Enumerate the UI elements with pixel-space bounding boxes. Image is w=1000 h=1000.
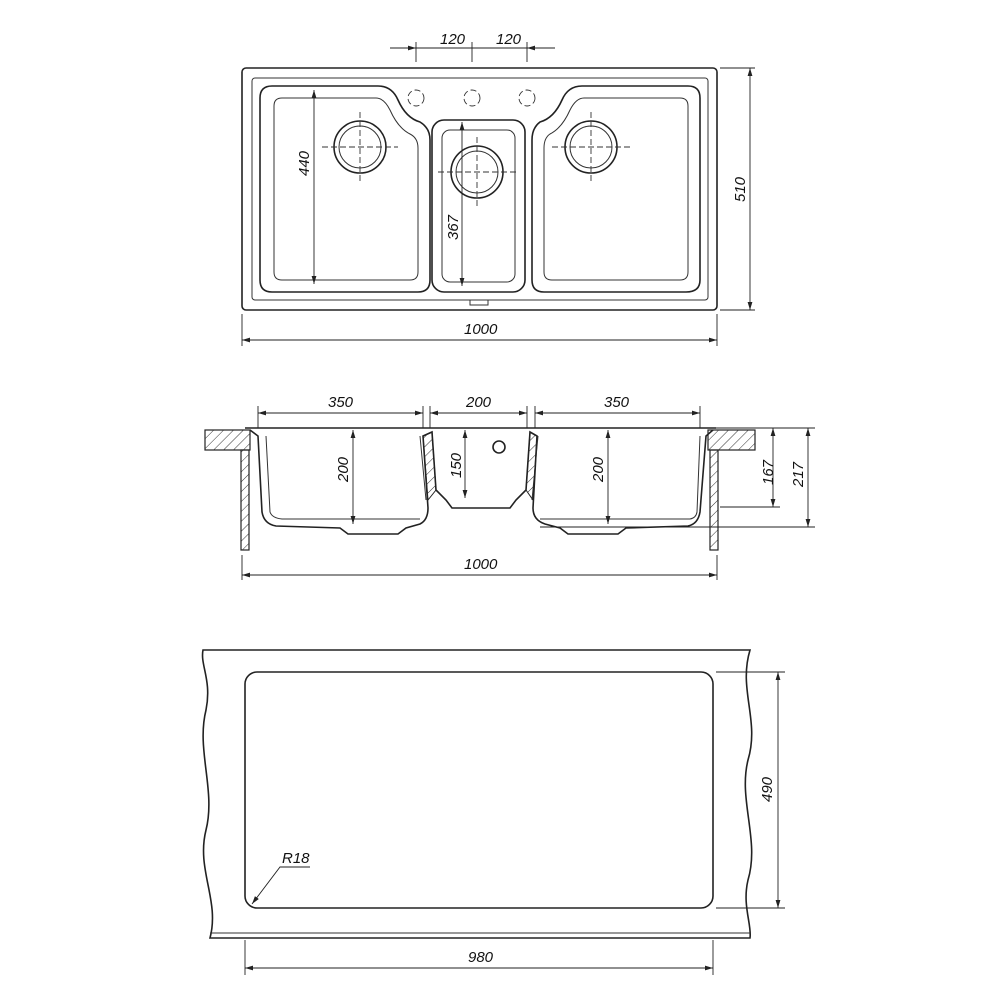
overflow-slot: [469, 299, 489, 306]
dim-total-height: 217: [790, 461, 807, 488]
side-view: 350 200 350 200 150 200 167 217 1000: [204, 394, 815, 580]
tap-hole-right: [518, 89, 536, 107]
right-bowl: [531, 85, 701, 293]
drain-left: [322, 112, 398, 182]
middle-bowl: [431, 119, 526, 293]
top-view: 120 120 440 367 510 1000: [241, 31, 755, 346]
dim-left-bowl-width: 350: [328, 394, 354, 411]
cabinet-wall-right: [709, 449, 719, 551]
drain-right: [552, 112, 630, 182]
dim-left-bowl-depth: 200: [335, 456, 352, 483]
dim-right-bowl-depth: 200: [590, 456, 607, 483]
dim-corner-radius: R18: [282, 850, 310, 867]
dim-cutout-width: 980: [468, 949, 494, 966]
sink-rim: [251, 77, 709, 301]
countertop-right: [707, 429, 756, 451]
dim-side-overall-width: 1000: [464, 556, 498, 573]
tap-hole-left: [407, 89, 425, 107]
dim-overall-depth: 510: [732, 176, 749, 202]
tap-hole-middle: [463, 89, 481, 107]
dim-tap-spacing-right: 120: [496, 31, 522, 48]
dim-overall-width: 1000: [464, 321, 498, 338]
cabinet-wall-left: [240, 449, 250, 551]
dim-cutout-depth: 490: [759, 776, 776, 802]
sink-profile: [249, 429, 714, 535]
countertop-outline: [201, 649, 753, 939]
dim-depth-below-counter: 167: [760, 459, 777, 485]
countertop-left: [204, 429, 251, 451]
dim-side-bowl-length: 440: [296, 150, 313, 176]
dim-tap-spacing-left: 120: [440, 31, 466, 48]
dim-right-bowl-width: 350: [604, 394, 630, 411]
drain-middle: [438, 137, 516, 207]
left-bowl: [259, 85, 431, 293]
cutout-rectangle: [244, 671, 714, 909]
sink-outline: [241, 67, 718, 311]
dim-middle-bowl-depth: 150: [448, 452, 465, 478]
overflow-hole: [492, 440, 506, 454]
dim-middle-bowl-width: 200: [465, 394, 492, 411]
dim-middle-bowl-length: 367: [445, 214, 462, 240]
cutout-view: 490 980 R18: [201, 649, 785, 975]
